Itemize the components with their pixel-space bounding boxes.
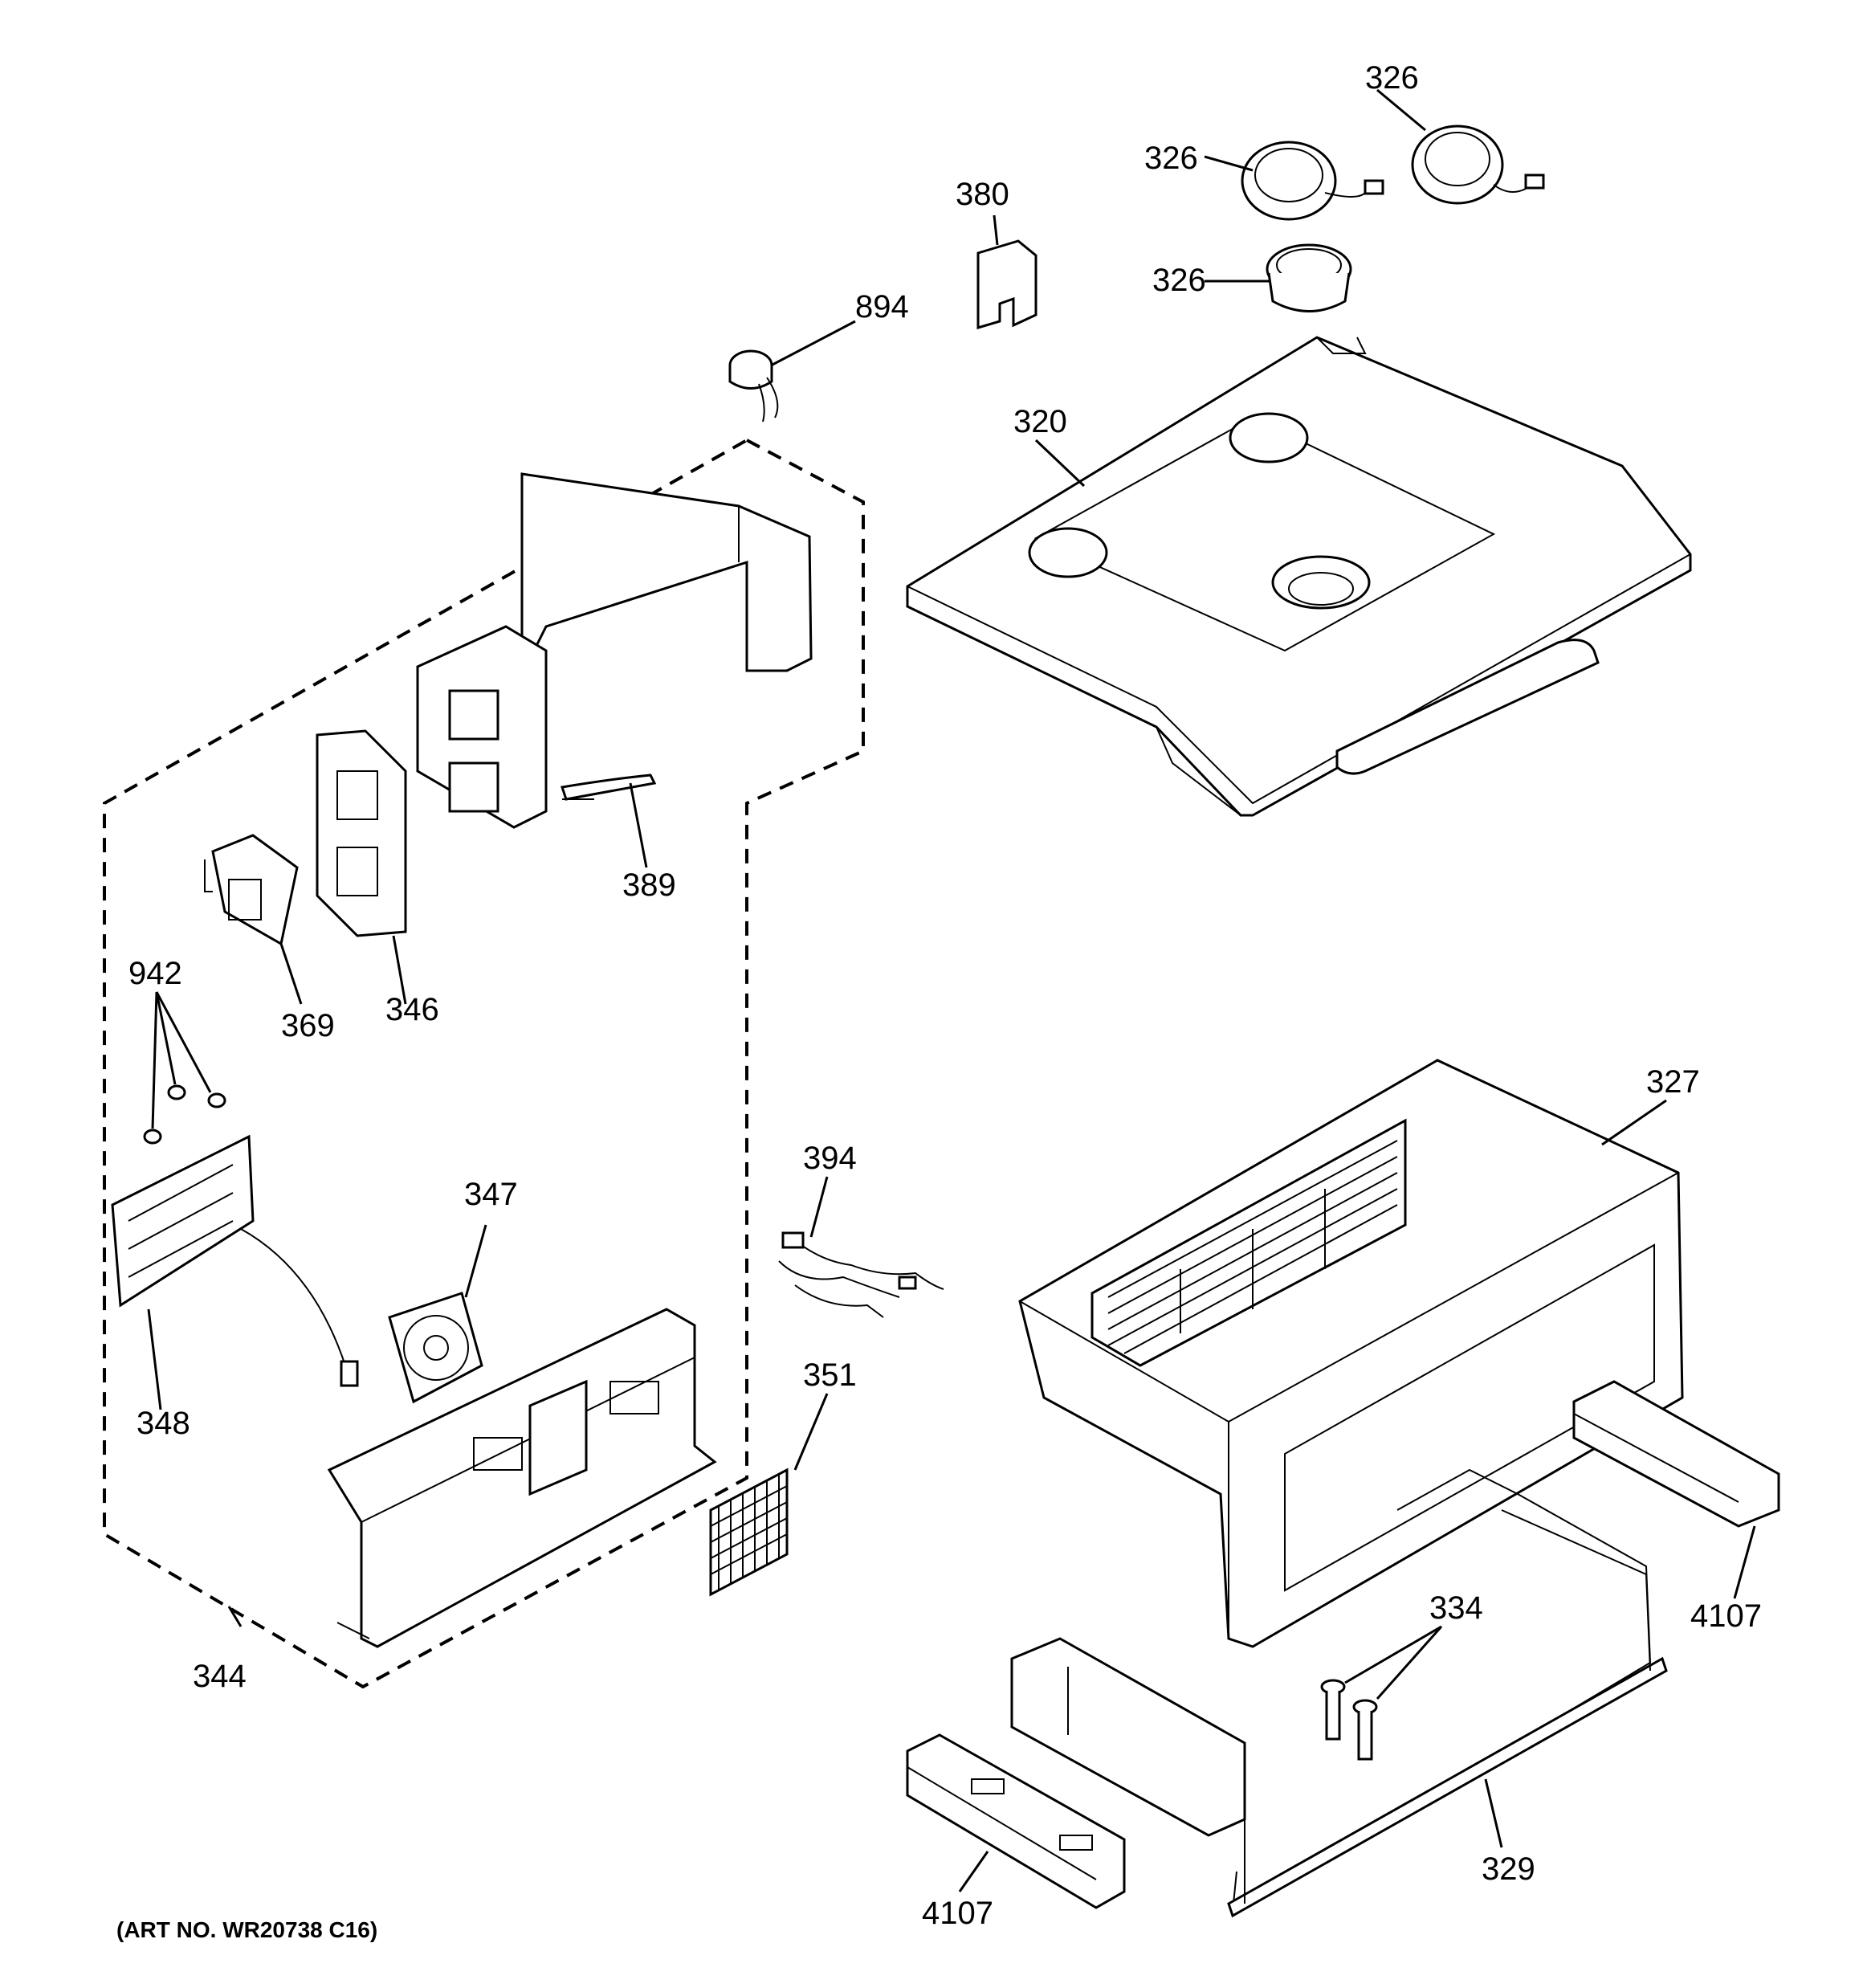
callout-369: 369 — [281, 1008, 335, 1043]
part-334-pins — [1320, 1679, 1378, 1761]
part-389-wire — [561, 774, 657, 801]
callout-327: 327 — [1646, 1064, 1700, 1100]
callout-942: 942 — [128, 956, 182, 991]
callout-326-top: 326 — [1365, 60, 1419, 96]
callout-346: 346 — [385, 992, 439, 1027]
art-number: (ART NO. WR20738 C16) — [116, 1917, 377, 1942]
callout-329: 329 — [1482, 1851, 1535, 1887]
part-326-light-left — [1241, 141, 1384, 221]
part-942-washers — [143, 1084, 226, 1145]
part-344-duct-housing — [416, 472, 813, 829]
part-369-bracket — [204, 834, 299, 946]
callout-4107-left: 4107 — [922, 1896, 993, 1931]
callout-4107-right: 4107 — [1690, 1598, 1762, 1634]
part-4107-slide-left — [906, 1733, 1126, 1909]
part-344-lower-housing — [327, 1308, 717, 1648]
callout-344: 344 — [193, 1659, 247, 1694]
part-326-light-right — [1411, 125, 1545, 205]
part-348-plate — [111, 1134, 359, 1387]
part-347-fan — [388, 1292, 483, 1404]
callout-389: 389 — [622, 867, 676, 903]
callout-320: 320 — [1013, 404, 1067, 439]
part-326-cup — [1266, 243, 1352, 312]
part-320-top-panel — [906, 336, 1692, 817]
part-394-harness — [778, 1231, 944, 1318]
part-4107-slide-right — [1572, 1380, 1780, 1528]
part-329-frame — [1010, 1468, 1668, 1918]
part-894-sensor — [728, 349, 779, 423]
part-327-pan — [1018, 1059, 1684, 1648]
callout-347: 347 — [464, 1177, 518, 1212]
callout-348: 348 — [137, 1406, 190, 1441]
callout-380: 380 — [956, 177, 1009, 212]
callout-326-cup: 326 — [1152, 263, 1206, 298]
callout-894: 894 — [855, 289, 909, 325]
part-346-frame — [316, 729, 407, 937]
assembly-344-boundary — [103, 438, 865, 1689]
callout-351: 351 — [803, 1357, 857, 1393]
callout-326-left: 326 — [1144, 141, 1198, 176]
part-351-screen — [709, 1468, 789, 1597]
part-380-cover — [976, 239, 1037, 330]
callout-394: 394 — [803, 1141, 857, 1176]
callout-334: 334 — [1429, 1590, 1483, 1626]
